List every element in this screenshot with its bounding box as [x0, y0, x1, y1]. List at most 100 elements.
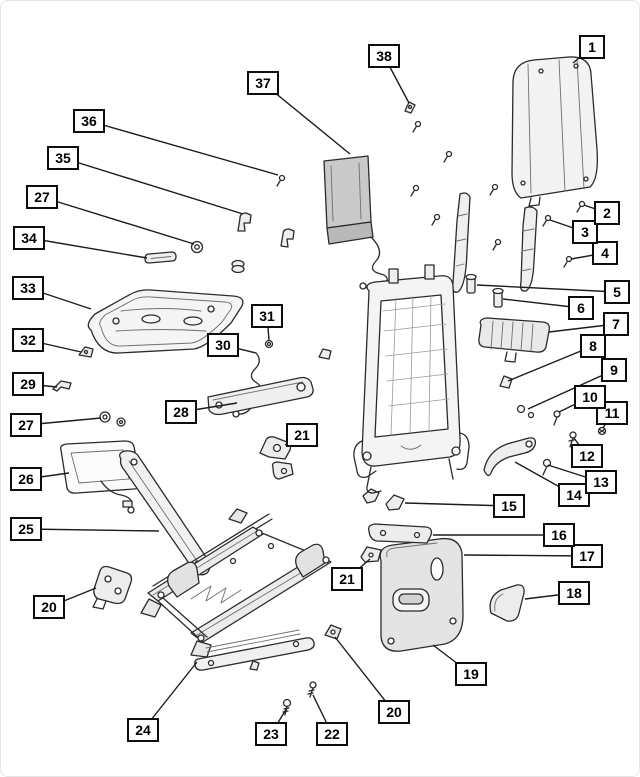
callout-box[interactable]: [10, 517, 42, 541]
callout-box[interactable]: [601, 358, 627, 382]
callout-21a[interactable]: 21: [286, 423, 318, 447]
callout-7[interactable]: 7: [603, 312, 629, 336]
callout-box[interactable]: [558, 581, 590, 605]
leader-line-20: [334, 636, 395, 713]
callout-box[interactable]: [493, 494, 525, 518]
callout-8[interactable]: 8: [580, 334, 606, 358]
callout-9[interactable]: 9: [601, 358, 627, 382]
callout-4[interactable]: 4: [592, 241, 618, 265]
callout-15[interactable]: 15: [493, 494, 525, 518]
callout-box[interactable]: [604, 280, 630, 304]
callout-1[interactable]: 1: [579, 35, 605, 59]
callout-32[interactable]: 32: [12, 328, 44, 352]
callout-12[interactable]: 12: [571, 444, 603, 468]
callout-38[interactable]: 38: [368, 44, 400, 68]
leader-line-35: [62, 157, 244, 215]
callout-box[interactable]: [165, 400, 197, 424]
callout-label: 12: [579, 448, 595, 464]
seat-adjuster-assembly-drawing: [140, 508, 332, 658]
callout-label: 35: [55, 150, 71, 166]
callout-box[interactable]: [12, 328, 44, 352]
callout-21b[interactable]: 21: [331, 567, 363, 591]
callout-5[interactable]: 5: [604, 280, 630, 304]
callout-box[interactable]: [247, 71, 279, 95]
callout-16[interactable]: 16: [543, 523, 575, 547]
callout-label: 15: [501, 498, 517, 514]
callout-box[interactable]: [26, 185, 58, 209]
callout-33[interactable]: 33: [12, 276, 44, 300]
lumbar-support-drawing: [478, 317, 551, 363]
seat-back-pillar-right-drawing: [519, 206, 538, 292]
callout-box[interactable]: [378, 700, 410, 724]
callout-box[interactable]: [73, 109, 105, 133]
callout-10[interactable]: 10: [574, 385, 606, 409]
callout-box[interactable]: [594, 201, 620, 225]
callout-24[interactable]: 24: [127, 718, 159, 742]
callout-box[interactable]: [255, 722, 287, 746]
callout-box[interactable]: [543, 523, 575, 547]
callout-box[interactable]: [571, 444, 603, 468]
callout-box[interactable]: [603, 312, 629, 336]
callout-box[interactable]: [455, 662, 487, 686]
callout-box[interactable]: [10, 467, 42, 491]
callout-3[interactable]: 3: [572, 220, 598, 244]
callout-box[interactable]: [47, 146, 79, 170]
callout-37[interactable]: 37: [247, 71, 279, 95]
callout-box[interactable]: [33, 595, 65, 619]
latch-bracket-drawing: [259, 436, 294, 480]
callout-box[interactable]: [12, 372, 44, 396]
callout-23[interactable]: 23: [255, 722, 287, 746]
callout-31[interactable]: 31: [251, 304, 283, 328]
callout-box[interactable]: [12, 276, 44, 300]
callout-box[interactable]: [568, 296, 594, 320]
callout-box[interactable]: [207, 333, 239, 357]
callout-17[interactable]: 17: [571, 544, 603, 568]
callout-label: 1: [588, 39, 596, 55]
callout-box[interactable]: [558, 483, 590, 507]
callout-26[interactable]: 26: [10, 467, 42, 491]
callout-box[interactable]: [331, 567, 363, 591]
callout-13[interactable]: 13: [585, 470, 617, 494]
callout-22[interactable]: 22: [316, 722, 348, 746]
callout-27a[interactable]: 27: [26, 185, 58, 209]
callout-35[interactable]: 35: [47, 146, 79, 170]
callout-6[interactable]: 6: [568, 296, 594, 320]
screw-icons: [276, 120, 586, 268]
callout-box[interactable]: [571, 544, 603, 568]
callout-box[interactable]: [13, 226, 45, 250]
callout-box[interactable]: [579, 35, 605, 59]
callout-20b[interactable]: 20: [378, 700, 410, 724]
callout-20a[interactable]: 20: [33, 595, 65, 619]
callout-34[interactable]: 34: [13, 226, 45, 250]
callout-18[interactable]: 18: [558, 581, 590, 605]
seat-back-trim-flap-drawing: [323, 155, 388, 291]
callout-box[interactable]: [10, 413, 42, 437]
callout-label: 9: [610, 362, 618, 378]
callout-box[interactable]: [316, 722, 348, 746]
callout-box[interactable]: [585, 470, 617, 494]
callout-27b[interactable]: 27: [10, 413, 42, 437]
callout-box[interactable]: [592, 241, 618, 265]
leader-line-25: [25, 528, 160, 532]
callout-2[interactable]: 2: [594, 201, 620, 225]
callout-36[interactable]: 36: [73, 109, 105, 133]
callout-box[interactable]: [580, 334, 606, 358]
callout-box[interactable]: [251, 304, 283, 328]
callout-30[interactable]: 30: [207, 333, 239, 357]
callout-28[interactable]: 28: [165, 400, 197, 424]
callout-label: 23: [263, 726, 279, 742]
callout-29[interactable]: 29: [12, 372, 44, 396]
callout-box[interactable]: [286, 423, 318, 447]
callout-box[interactable]: [572, 220, 598, 244]
callout-label: 8: [589, 338, 597, 354]
seat-back-panel-drawing: [511, 56, 598, 207]
callout-25[interactable]: 25: [10, 517, 42, 541]
callout-19[interactable]: 19: [455, 662, 487, 686]
seat-side-member-drawing: [207, 376, 314, 416]
callout-box[interactable]: [574, 385, 606, 409]
callout-box[interactable]: [127, 718, 159, 742]
callout-14[interactable]: 14: [558, 483, 590, 507]
callout-box[interactable]: [368, 44, 400, 68]
